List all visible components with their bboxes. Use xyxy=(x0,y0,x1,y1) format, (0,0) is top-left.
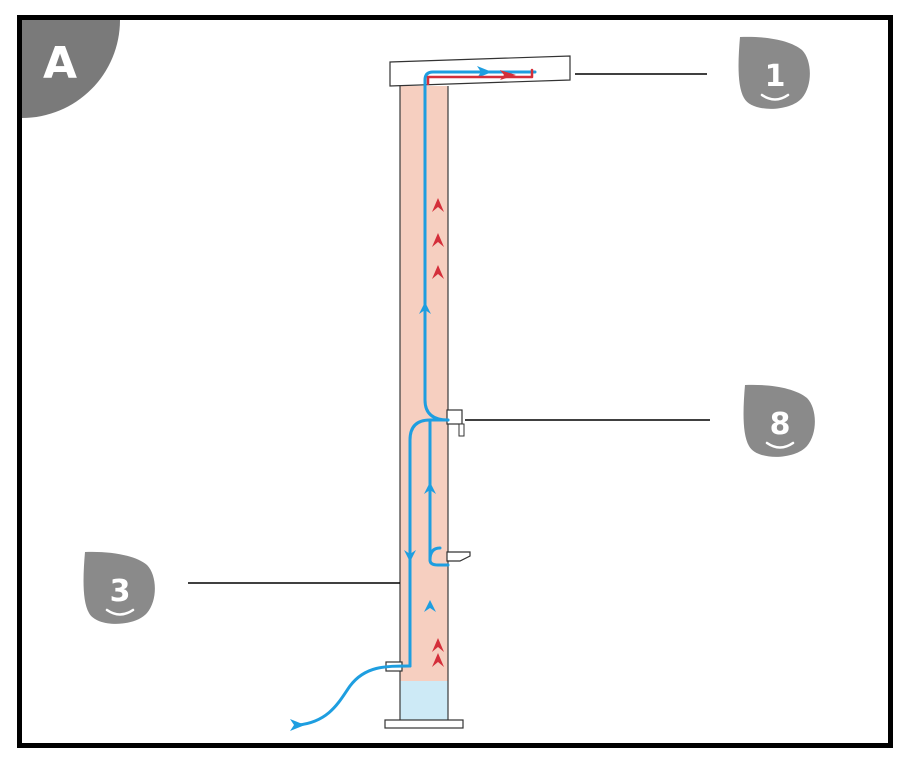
cold-flow-arrows xyxy=(290,66,492,731)
hot-water-flow xyxy=(426,68,534,86)
callout-badge-1: 1 xyxy=(738,36,810,109)
callout-badge-8: 8 xyxy=(743,384,815,457)
foot-rinse-outlet xyxy=(446,551,471,562)
callout-label-8: 8 xyxy=(770,407,791,442)
panel-badge: A xyxy=(22,20,120,118)
hot-flow-arrows xyxy=(432,70,516,667)
mixer-valve xyxy=(446,409,463,425)
panel-badge-shape xyxy=(22,20,120,118)
panel-letter: A xyxy=(43,38,77,89)
cold-water-flow xyxy=(296,70,537,727)
column-base-water xyxy=(400,681,448,722)
callout-badge-3: 3 xyxy=(83,551,155,624)
diagram-frame xyxy=(17,15,893,748)
callout-label-3: 3 xyxy=(110,574,131,609)
callout-label-1: 1 xyxy=(765,59,786,94)
column-base-plate xyxy=(384,719,464,729)
